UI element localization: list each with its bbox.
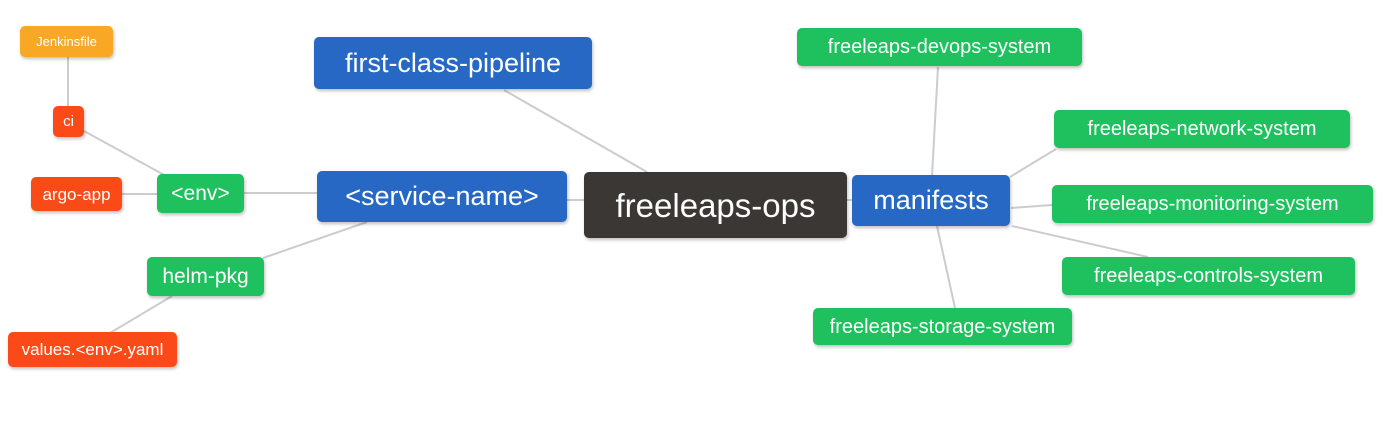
node-ci[interactable]: ci: [53, 106, 84, 137]
node-argo-app[interactable]: argo-app: [31, 177, 122, 211]
node-freeleaps-ops-root[interactable]: freeleaps-ops: [584, 172, 847, 238]
node-freeleaps-storage-system[interactable]: freeleaps-storage-system: [813, 308, 1072, 345]
edge-manifests-devops-system: [931, 66, 939, 177]
node-freeleaps-network-system[interactable]: freeleaps-network-system: [1054, 110, 1350, 148]
node-freeleaps-devops-system[interactable]: freeleaps-devops-system: [797, 28, 1082, 66]
edge-manifests-controls-system: [1011, 225, 1149, 258]
edge-manifests-network-system: [1009, 148, 1057, 178]
node-values-env-yaml[interactable]: values.<env>.yaml: [8, 332, 177, 367]
node-env[interactable]: <env>: [157, 174, 244, 213]
edge-ci-env: [83, 130, 167, 177]
node-service-name[interactable]: <service-name>: [317, 171, 567, 222]
edge-manifests-monitoring-system: [1010, 204, 1053, 209]
node-helm-pkg[interactable]: helm-pkg: [147, 257, 264, 296]
node-freeleaps-controls-system[interactable]: freeleaps-controls-system: [1062, 257, 1355, 295]
edge-helm-pkg-service-name: [262, 221, 368, 259]
node-first-class-pipeline[interactable]: first-class-pipeline: [314, 37, 592, 89]
edge-pipeline-freeleaps-ops: [503, 89, 648, 173]
node-jenkinsfile[interactable]: Jenkinsfile: [20, 26, 113, 57]
node-freeleaps-monitoring-system[interactable]: freeleaps-monitoring-system: [1052, 185, 1373, 223]
edge-manifests-storage-system: [936, 225, 956, 309]
node-manifests[interactable]: manifests: [852, 175, 1010, 226]
edge-values-helm-pkg: [109, 295, 173, 334]
